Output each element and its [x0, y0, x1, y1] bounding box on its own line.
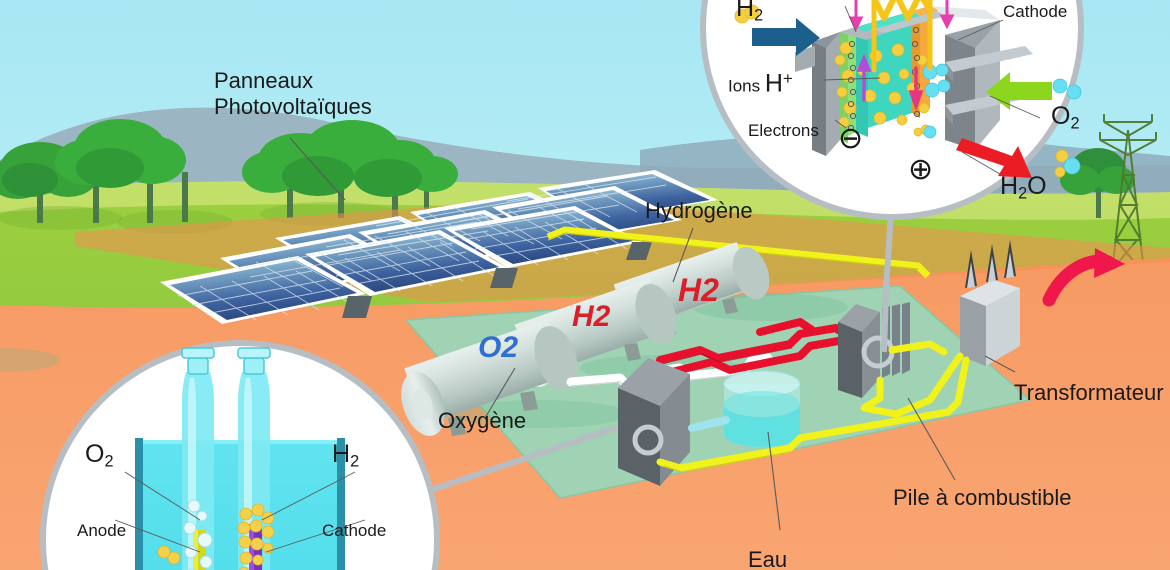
fuel-cell-inset-circle — [700, 0, 1084, 220]
flow-arrow-red — [1042, 248, 1125, 307]
electrolysis-inset-circle — [40, 340, 440, 570]
inset-label-o2-sub: 2 — [1070, 114, 1080, 133]
h2o-outlet-arrow-red — [956, 138, 1032, 178]
electrolysis-label-h2-main: H — [332, 440, 351, 468]
electrolysis-label-o2: O2 — [85, 440, 114, 472]
electrolysis-label-o2-sub: 2 — [104, 452, 114, 471]
water-tank — [688, 370, 801, 447]
lightning-bolt — [871, 0, 933, 21]
transformer-unit — [960, 240, 1020, 366]
inset-label-h2-in: H2 — [736, 0, 763, 26]
h2-inlet-arrow-blue — [752, 18, 820, 56]
proton-flow-arrow-up — [856, 53, 872, 102]
electrolyzer-unit — [618, 358, 690, 486]
solar-panel — [160, 256, 366, 324]
inset-label-ions-prefix: Ions — [728, 76, 765, 96]
inset-label-h2o-sub: 2 — [1018, 184, 1028, 203]
oxygen-bubbles — [183, 499, 213, 570]
inset-label-h2-in-main: H — [736, 0, 755, 22]
label-solar-panels: Panneaux Photovoltaïques — [214, 68, 372, 120]
label-solar-panels-line2: Photovoltaïques — [214, 93, 372, 119]
hydrogen-bubbles — [237, 503, 275, 570]
inset-leader-lines — [823, 5, 1041, 175]
label-hydrogen: Hydrogène — [645, 198, 753, 223]
inset-label-ions-main: H — [764, 69, 783, 98]
tank-tag-hydrogen-back: H2 — [678, 272, 719, 308]
panel-support — [342, 296, 372, 318]
label-oxygen: Oxygène — [438, 408, 527, 433]
label-leader-lines — [289, 137, 1016, 531]
inset-label-h2o-post: O — [1027, 172, 1047, 200]
electrolysis-label-h2: H2 — [332, 440, 359, 472]
tank-tag-hydrogen-front: H2 — [572, 300, 611, 333]
inset-label-h2o-pre: H — [1000, 172, 1019, 200]
transformer-insulators — [965, 240, 1016, 288]
inset-label-cathode: Cathode — [1003, 2, 1068, 21]
inset-label-h2-in-sub: 2 — [754, 6, 764, 25]
label-water: Eau — [748, 547, 788, 570]
inset-label-o2-main: O — [1051, 102, 1071, 130]
panel-support — [626, 242, 652, 260]
inset-label-o2: O2 — [1051, 102, 1080, 134]
electron-flow-arrows — [848, 0, 955, 32]
inset-label-ions: Ions H+ — [728, 69, 793, 99]
electrolysis-label-cathode: Cathode — [322, 521, 387, 540]
inset-label-electrons: Electrons — [748, 121, 819, 140]
proton-flow-arrow-down — [908, 66, 924, 112]
label-solar-panels-line1: Panneaux — [214, 68, 314, 93]
panel-support — [490, 268, 518, 288]
o2-inlet-arrow-green — [986, 72, 1052, 110]
oxygen-tank — [401, 318, 628, 436]
water-molecules — [1054, 149, 1081, 178]
electrolysis-label-o2-main: O — [85, 440, 105, 468]
h2-molecules — [734, 4, 760, 24]
electrolysis-leader-lines — [114, 471, 366, 553]
solar-panel-array — [160, 170, 718, 324]
inset-symbol-negative: ⊖ — [838, 122, 864, 155]
inset-label-ions-sup: + — [782, 69, 793, 88]
label-transformer: Transformateur — [1014, 380, 1164, 405]
label-fuel-cell: Pile à combustible — [893, 485, 1072, 510]
oxygen-molecules — [922, 63, 1082, 139]
inset-label-h2o: H2O — [1000, 172, 1047, 204]
ground-power-cable-yellow — [656, 340, 970, 472]
electrolysis-label-anode: Anode — [77, 521, 127, 540]
electrolysis-label-h2-sub: 2 — [350, 452, 360, 471]
tank-tag-oxygen: O2 — [478, 331, 519, 364]
inset-symbol-positive: ⊕ — [908, 153, 934, 186]
fuel-cell-stack — [838, 302, 910, 398]
loose-molecules — [157, 545, 181, 565]
